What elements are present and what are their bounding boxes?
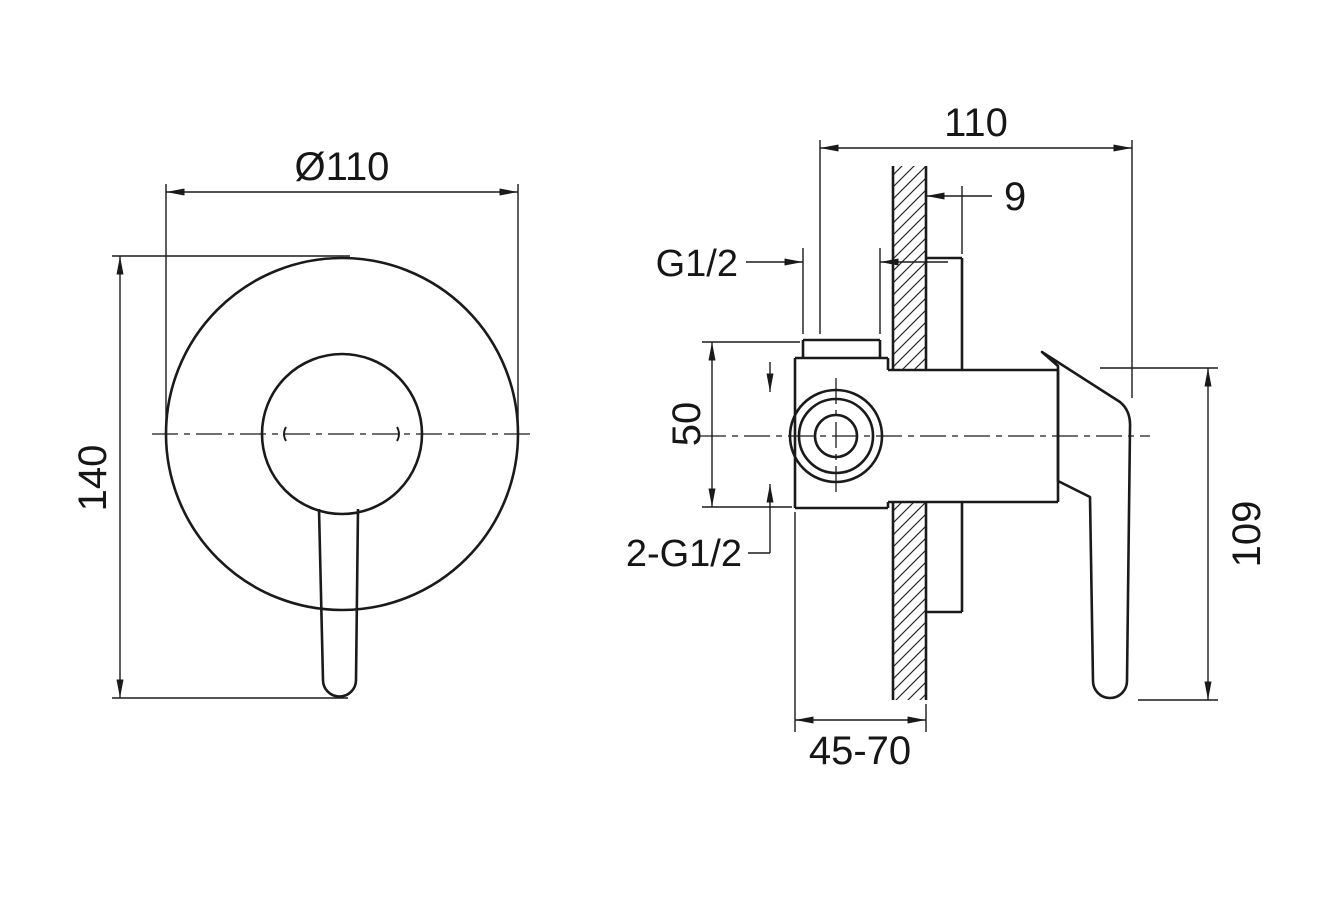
depth-range-label: 45-70 [809,729,911,773]
depth-range-dimension: 45-70 [794,512,927,773]
front-view: Ø110 140 [71,145,533,699]
valve-body [788,338,890,510]
body-height-dimension: 50 [665,341,800,508]
wall-hatch-lower [893,502,926,700]
side-height-dimension: 109 [1100,367,1269,701]
top-thread-label: G1/2 [656,243,738,285]
plate-offset-dimension: 9 [926,175,1026,254]
side-view: 110 9 G1/2 50 2-G1/2 [626,101,1269,773]
wall-hatch-upper [893,166,926,370]
side-height-label: 109 [1225,501,1269,568]
top-thread-dimension: G1/2 [656,243,948,334]
front-plate-outer-circle [164,256,520,612]
side-width-label: 110 [944,101,1008,145]
front-handle-lever [317,508,360,698]
ports-thread-callout: 2-G1/2 [626,362,774,575]
escutcheon-plate [926,256,964,614]
side-handle-lever [1040,350,1132,700]
front-diameter-dimension: Ø110 [165,145,519,424]
ports-thread-label: 2-G1/2 [626,533,742,575]
front-hub-mark-right [396,426,400,442]
front-height-label: 140 [71,445,115,512]
plate-offset-label: 9 [1004,175,1026,219]
front-hub-mark-left [283,426,287,442]
side-width-dimension: 110 [819,101,1133,398]
front-handle-hub-circle [260,352,424,516]
body-height-label: 50 [665,402,709,447]
front-diameter-label: Ø110 [295,145,390,189]
wall-section [891,166,928,700]
front-height-dimension: 140 [71,255,350,699]
